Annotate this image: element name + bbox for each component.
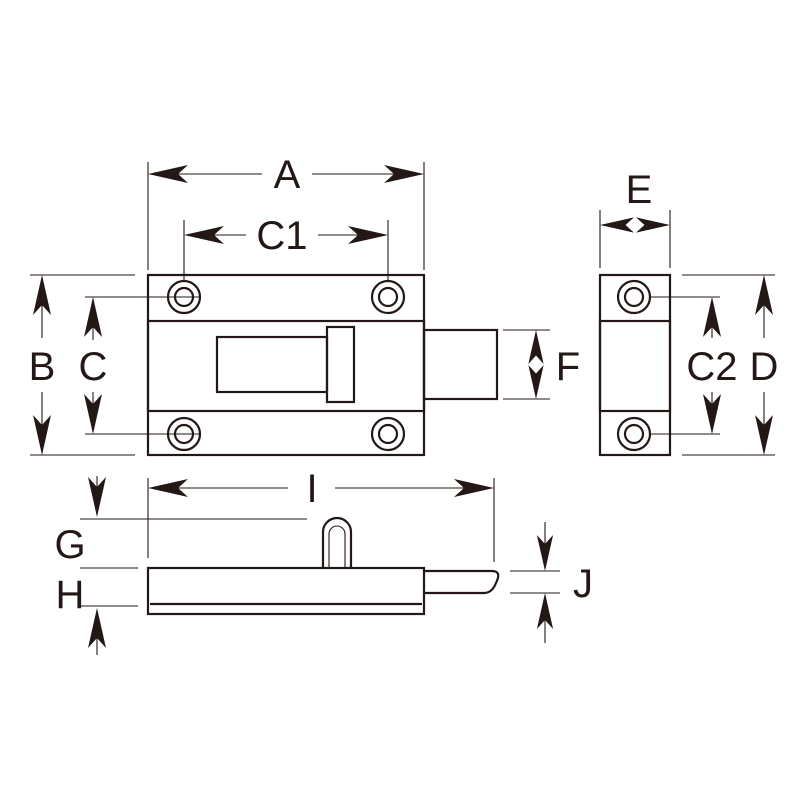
side-screw-hole-bottom — [616, 416, 652, 452]
bolt-housing — [146, 319, 426, 413]
label-c: C — [79, 345, 108, 389]
bottom-bolt-tip — [424, 569, 500, 595]
side-view — [598, 273, 672, 457]
side-screw-hole-top — [616, 279, 652, 315]
bolt-knob — [325, 325, 356, 404]
screw-hole-top-right — [370, 279, 406, 315]
label-b: B — [29, 345, 56, 389]
bolt-tip — [422, 328, 499, 401]
dimension-e: E — [600, 168, 670, 233]
label-j: J — [573, 562, 593, 606]
dimension-a: A — [148, 153, 424, 197]
dimension-d: D — [750, 275, 779, 455]
bottom-body — [146, 566, 426, 616]
dimension-j: J — [536, 522, 593, 643]
bottom-extension-lines — [80, 478, 560, 607]
label-g: G — [54, 523, 85, 567]
label-c1: C1 — [256, 214, 307, 258]
dimension-c2: C2 — [686, 297, 738, 434]
label-e: E — [626, 168, 653, 212]
screw-hole-bottom-right — [370, 416, 406, 452]
front-view — [146, 273, 499, 457]
label-h: H — [56, 573, 85, 617]
label-i: I — [306, 467, 317, 511]
dimension-f: F — [528, 330, 580, 399]
bottom-view — [146, 516, 500, 616]
dimension-c1: C1 — [184, 214, 388, 258]
bottom-knob — [321, 516, 353, 568]
label-f: F — [556, 345, 580, 389]
side-plate — [598, 273, 672, 457]
bottom-knob-inner — [328, 525, 346, 568]
dimension-g-h: G H — [54, 476, 106, 655]
side-housing — [598, 319, 672, 413]
side-extension-lines — [599, 210, 775, 456]
bolt-window — [215, 335, 329, 394]
label-c2: C2 — [686, 345, 737, 389]
dimension-i: I — [148, 467, 494, 511]
dimension-b: B — [29, 275, 56, 455]
front-extension-lines — [30, 162, 550, 456]
label-a: A — [274, 153, 301, 197]
label-d: D — [750, 345, 779, 389]
dimension-c: C — [79, 297, 108, 434]
